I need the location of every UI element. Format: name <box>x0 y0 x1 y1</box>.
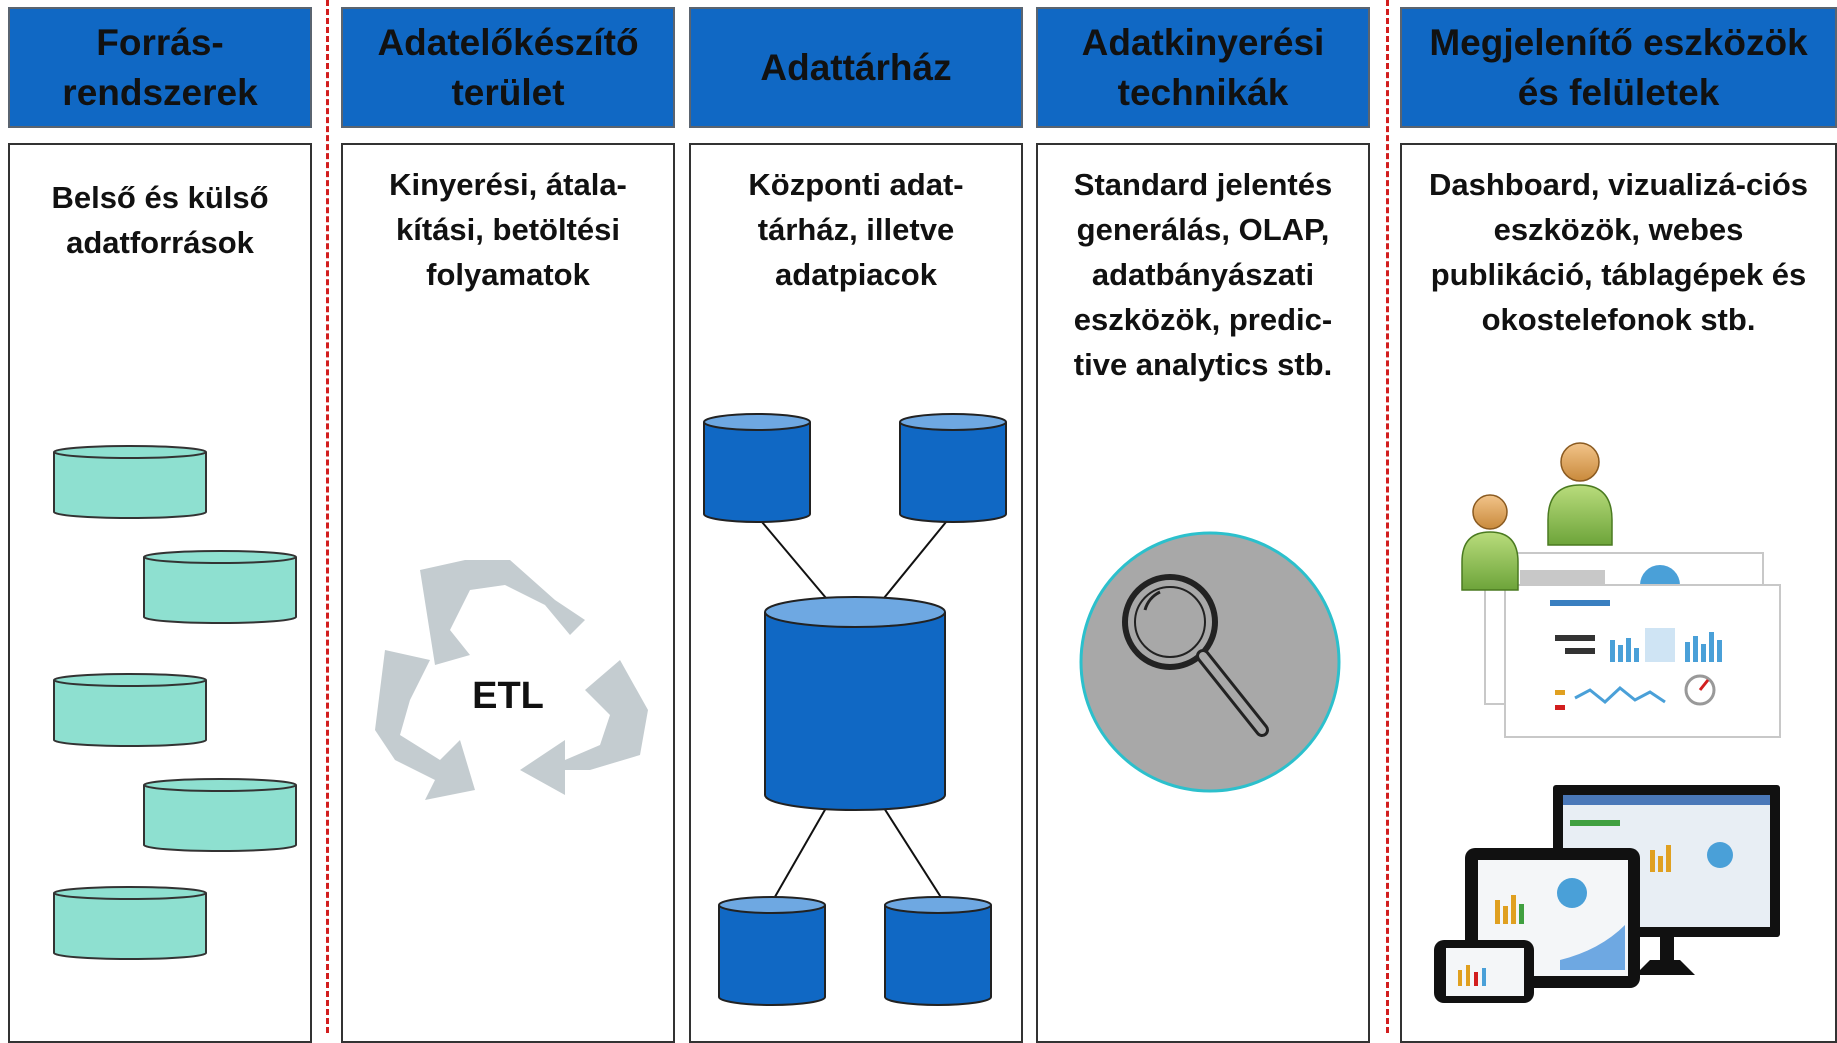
header-line: Adatelőkészítő <box>377 21 639 63</box>
description-line: generálás, OLAP, <box>1076 212 1330 247</box>
source-database-icon <box>53 886 207 960</box>
dashboard-screens-icon <box>1484 552 1781 738</box>
header-display-tools: Megjelenítő eszközök és felületek <box>1400 7 1837 128</box>
description-line: Kinyerési, átala- <box>389 167 627 202</box>
header-line: rendszerek <box>62 71 258 113</box>
description-line: kítási, betöltési <box>396 212 620 247</box>
column-staging-area: Kinyerési, átala- kítási, betöltési foly… <box>341 143 675 1043</box>
description-display-tools: Dashboard, vizualizá-ciós eszközök, webe… <box>1402 162 1835 342</box>
header-extraction-techniques: Adatkinyerési technikák <box>1036 7 1370 128</box>
description-line: eszközök, webes <box>1493 212 1744 247</box>
source-database-icon <box>143 550 297 624</box>
description-line: eszközök, predic- <box>1073 302 1333 337</box>
divider-line-right <box>1386 0 1389 1033</box>
datamart-database-icon <box>899 413 1007 523</box>
header-line: Adattárház <box>760 46 952 88</box>
header-staging-area: Adatelőkészítő terület <box>341 7 675 128</box>
warehouse-database-icon <box>764 596 946 811</box>
users-icon <box>1461 442 1613 591</box>
datamart-database-icon <box>884 896 992 1006</box>
source-database-icon <box>53 673 207 747</box>
description-line: Standard jelentés <box>1073 167 1333 202</box>
column-data-warehouse: Központi adat- tárház, illetve adatpiaco… <box>689 143 1023 1043</box>
header-data-warehouse: Adattárház <box>689 7 1023 128</box>
description-line: Központi adat- <box>748 167 964 202</box>
datamart-database-icon <box>703 413 811 523</box>
header-line: terület <box>451 71 565 113</box>
source-database-icon <box>143 778 297 852</box>
header-line: és felületek <box>1517 71 1720 113</box>
description-extraction-techniques: Standard jelentés generálás, OLAP, adatb… <box>1038 162 1368 387</box>
header-source-systems: Forrás-rendszerek <box>8 7 312 128</box>
description-staging-area: Kinyerési, átala- kítási, betöltési foly… <box>343 162 673 297</box>
description-line: folyamatok <box>426 257 590 292</box>
datamart-database-icon <box>718 896 826 1006</box>
etl-label: ETL <box>472 675 544 717</box>
header-line: Adatkinyerési <box>1081 21 1325 63</box>
header-line: technikák <box>1117 71 1289 113</box>
description-data-warehouse: Központi adat- tárház, illetve adatpiaco… <box>691 162 1021 297</box>
magnifier-icon <box>1079 531 1341 793</box>
description-source-systems: Belső és külső adatforrások <box>10 175 310 265</box>
recycle-arrows-icon <box>375 560 648 800</box>
header-line: Megjelenítő eszközök <box>1429 21 1808 63</box>
header-line: Forrás- <box>96 21 224 63</box>
description-line: tárház, illetve <box>757 212 955 247</box>
description-line: Dashboard, vizualizá-ciós <box>1429 167 1808 202</box>
description-line: adatbányászati <box>1091 257 1315 292</box>
devices-icon <box>1434 785 1780 1003</box>
description-line: tive analytics stb. <box>1073 347 1333 382</box>
source-database-icon <box>53 445 207 519</box>
warehouse-connectors <box>761 521 947 903</box>
description-line: adatforrások <box>66 225 254 260</box>
description-line: adatpiacok <box>775 257 937 292</box>
description-line: publikáció, táblagépek és <box>1430 257 1807 292</box>
description-line: Belső és külső <box>51 180 269 215</box>
description-line: okostelefonok stb. <box>1481 302 1756 337</box>
divider-line-left <box>326 0 329 1033</box>
